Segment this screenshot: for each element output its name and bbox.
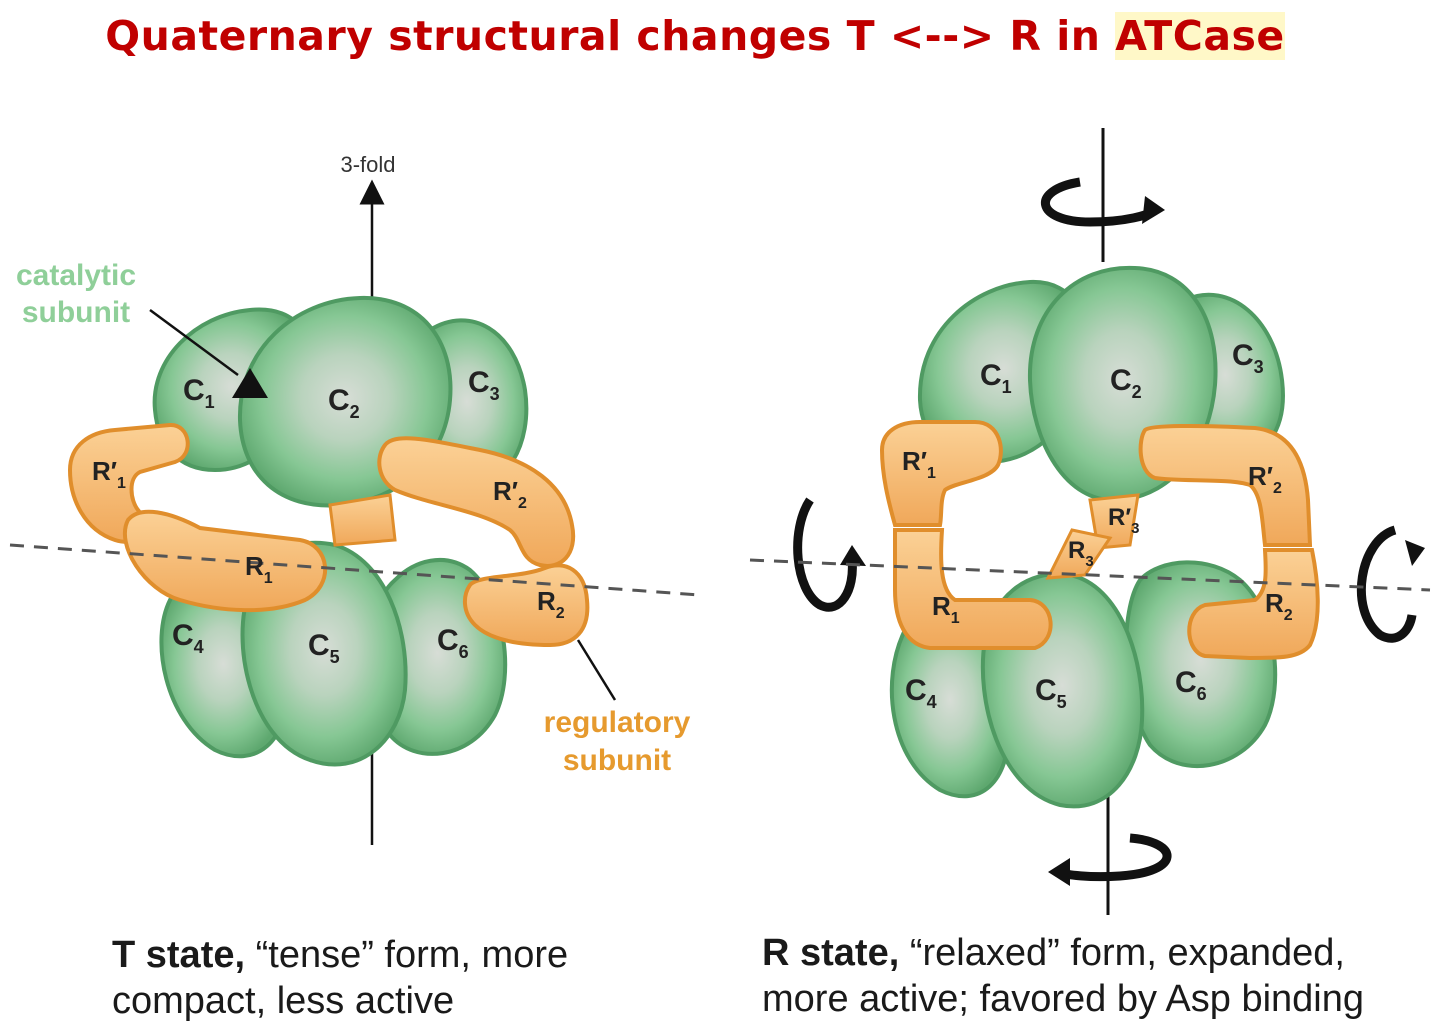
t-dashed-axis bbox=[9, 543, 701, 597]
t-active-site-triangle bbox=[232, 368, 268, 398]
t-state-caption: T state, “tense” form, more compact, les… bbox=[112, 932, 672, 1024]
r-subunit-r2prime bbox=[1138, 423, 1313, 547]
title-highlight: ATCase bbox=[1115, 12, 1285, 60]
r-label-r2: R2 bbox=[1265, 588, 1293, 624]
r-state-caption-line2: more active; favored by Asp binding bbox=[762, 978, 1365, 1020]
r-subunit-r3 bbox=[1045, 528, 1113, 580]
r-label-r1prime: R′1 bbox=[902, 446, 936, 482]
t-regulatory-pointer bbox=[576, 639, 617, 701]
r-left-rotation-arrowhead bbox=[840, 545, 866, 566]
r-right-rotation-arrow bbox=[1356, 525, 1417, 643]
r-state-diagram: C1 C2 C3 C4 C5 C6 R′1 R1 R′2 R2 R′3 R3 bbox=[749, 128, 1431, 915]
r-left-rotation-arrow bbox=[793, 497, 857, 612]
r-subunit-r1prime bbox=[879, 420, 1003, 527]
t-state-caption-line2: compact, less active bbox=[112, 980, 455, 1022]
r-bottom-rotation-arrowhead bbox=[1048, 858, 1070, 886]
r-label-c1: C1 bbox=[980, 359, 1012, 397]
r-state-caption: R state, “relaxed” form, expanded, more … bbox=[762, 930, 1432, 1022]
r-top-rotation-arrow bbox=[1041, 177, 1159, 227]
r-label-c6: C6 bbox=[1175, 666, 1207, 704]
t-regulatory-label-1: regulatory bbox=[544, 706, 691, 739]
t-label-c1: C1 bbox=[183, 374, 215, 412]
t-subunit-r2prime bbox=[377, 436, 576, 568]
title-text: Quaternary structural changes T <--> R i… bbox=[105, 12, 1116, 60]
t-label-r1: R1 bbox=[245, 551, 273, 587]
t-catalytic-label-1: catalytic bbox=[16, 259, 136, 292]
r-label-c3: C3 bbox=[1232, 339, 1264, 377]
t-label-r1prime: R′1 bbox=[92, 456, 126, 492]
r-subunit-r3prime bbox=[1088, 493, 1140, 550]
t-label-c2: C2 bbox=[328, 384, 360, 422]
r-subunit-r2 bbox=[1187, 548, 1320, 661]
t-catalytic-label-2: subunit bbox=[22, 296, 130, 329]
r-top-rotation-arrowhead bbox=[1142, 196, 1165, 224]
r-dashed-axis bbox=[749, 558, 1431, 592]
t-label-r2prime: R′2 bbox=[493, 476, 527, 512]
t-label-c6: C6 bbox=[437, 624, 469, 662]
t-state-caption-rest: “tense” form, more bbox=[245, 934, 569, 976]
r-label-r3: R3 bbox=[1068, 537, 1094, 570]
r-label-c4: C4 bbox=[905, 674, 937, 712]
t-subunit-r2 bbox=[463, 563, 590, 648]
t-state-diagram: 3-fold C1 C2 C3 C4 C5 C6 R′1 R1 R′2 R2 bbox=[9, 152, 701, 845]
t-regulatory-label-2: subunit bbox=[563, 744, 671, 777]
r-right-rotation-arrowhead bbox=[1405, 540, 1425, 566]
r-bottom-rotation-arrow bbox=[1057, 833, 1172, 882]
t-label-c5: C5 bbox=[308, 629, 340, 667]
r-label-r2prime: R′2 bbox=[1248, 461, 1282, 497]
r-state-caption-rest: “relaxed” form, expanded, bbox=[899, 932, 1345, 974]
t-label-c4: C4 bbox=[172, 619, 204, 657]
t-subunit-r1 bbox=[122, 509, 328, 613]
r-label-c5: C5 bbox=[1035, 674, 1067, 712]
t-subunit-r3-hidden bbox=[328, 493, 397, 547]
t-axis-label: 3-fold bbox=[340, 152, 395, 177]
r-label-r3prime: R′3 bbox=[1108, 504, 1139, 537]
t-state-caption-bold: T state, bbox=[112, 934, 246, 976]
r-label-r1: R1 bbox=[932, 591, 960, 627]
r-subunit-r1 bbox=[893, 528, 1053, 650]
r-state-caption-bold: R state, bbox=[762, 932, 900, 974]
t-label-r2: R2 bbox=[537, 586, 565, 622]
r-subunit-c6 bbox=[1124, 560, 1278, 768]
r-label-c2: C2 bbox=[1110, 364, 1142, 402]
page-title: Quaternary structural changes T <--> R i… bbox=[0, 12, 1390, 60]
t-catalytic-pointer bbox=[149, 308, 239, 377]
t-subunit-r1prime bbox=[67, 422, 190, 544]
t-label-c3: C3 bbox=[468, 366, 500, 404]
